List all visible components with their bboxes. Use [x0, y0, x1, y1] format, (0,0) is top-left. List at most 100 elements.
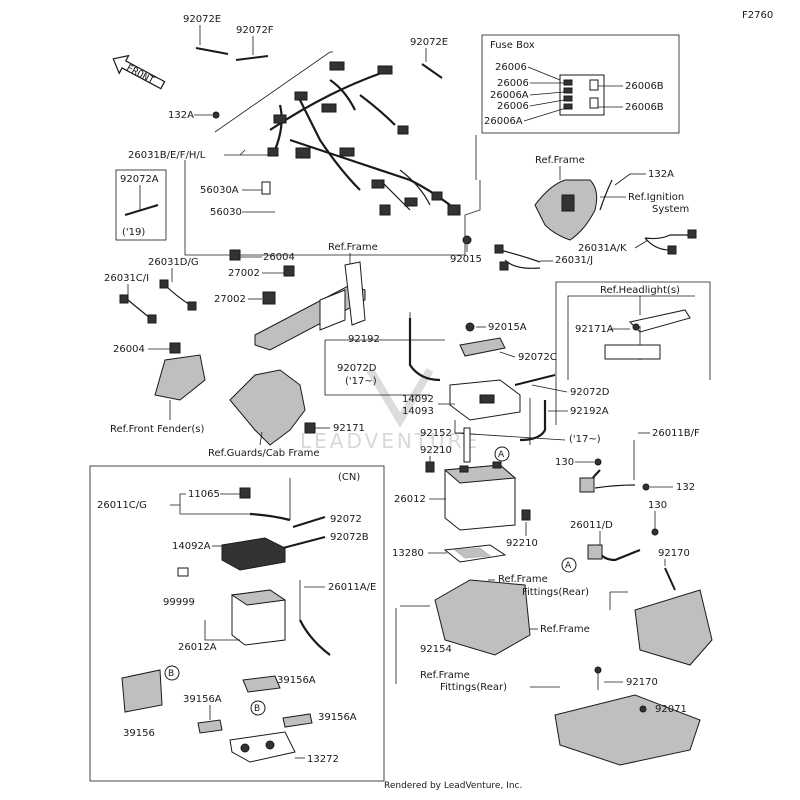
- part-label: 26031C/I: [104, 273, 149, 284]
- fuse-label: 26006B: [625, 102, 664, 113]
- callout-marker: [164, 665, 180, 681]
- battery-tray: 13280 Ref.Frame Ref.Frame: [392, 544, 590, 656]
- part-label: Ref.Ignition: [628, 192, 684, 203]
- part-label: (CN): [338, 472, 360, 483]
- cn-variant-box: (CN) 11065 26011C/G 92072 92072B 14092A …: [89, 465, 385, 782]
- part-label: 39156: [123, 728, 155, 739]
- part-label: 26012: [394, 494, 426, 505]
- part-label: 92072F: [236, 25, 274, 36]
- fuse-label: 26006A: [484, 116, 523, 127]
- fuse-box-title: Fuse Box: [490, 40, 535, 51]
- callout-label: B: [254, 704, 260, 714]
- part-label: 92170: [658, 548, 690, 559]
- part-label: 26011/D: [570, 520, 613, 531]
- part-label: 26031D/G: [148, 257, 199, 268]
- part-label: 132A: [648, 169, 674, 180]
- part-label: 92152: [420, 428, 452, 439]
- part-label: Ref.Frame: [540, 624, 590, 635]
- part-label: ('19): [122, 227, 145, 238]
- watermark-logo: LEADVENTURE: [300, 367, 480, 453]
- part-label: 14092A: [172, 541, 211, 552]
- part-label: System: [652, 204, 689, 215]
- part-label: 92015: [450, 254, 482, 265]
- part-label: 132: [676, 482, 695, 493]
- battery-case-group: 92192 92015A 92072C 92072D ('17~) 14092 …: [324, 312, 610, 445]
- part-label: 92171: [333, 423, 365, 434]
- footer-credit: Rendered by LeadVenture, Inc.: [384, 781, 522, 791]
- part-label: 14092: [402, 394, 434, 405]
- part-label: Ref.Frame: [498, 574, 548, 585]
- part-label: 92072E: [183, 14, 221, 25]
- part-label: 92171A: [575, 324, 614, 335]
- part-label: 92072: [330, 514, 362, 525]
- part-label: 39156A: [318, 712, 357, 723]
- part-label: 14093: [402, 406, 434, 417]
- part-label: 11065: [188, 489, 220, 500]
- part-label: 92072A: [120, 174, 159, 185]
- part-label: 92015A: [488, 322, 527, 333]
- part-label: Ref.Headlight(s): [600, 285, 680, 296]
- part-label: 26011C/G: [97, 500, 147, 511]
- main-wiring-harness: [267, 61, 461, 216]
- part-label: 130: [648, 500, 667, 511]
- cab-guard-bracket: [229, 369, 306, 446]
- part-label: 92071: [655, 704, 687, 715]
- part-label: 92072B: [330, 532, 369, 543]
- part-label: 92210: [506, 538, 538, 549]
- part-label: 26011B/F: [652, 428, 700, 439]
- figure-id: F2760: [742, 10, 773, 21]
- watermark-text: LEADVENTURE: [300, 429, 480, 453]
- fuse-box-panel: Fuse Box 26006 26006 26006A 26006 26006A…: [475, 34, 680, 180]
- front-label: FRONT: [124, 63, 156, 87]
- part-label: Fittings(Rear): [522, 587, 589, 598]
- part-label: Ref.Front Fender(s): [110, 424, 205, 435]
- fuse-label: 26006: [495, 62, 527, 73]
- callout-marker: [494, 446, 510, 462]
- callout-marker: [250, 700, 266, 716]
- callout-marker: [561, 557, 577, 573]
- rear-fittings: Fittings(Rear) 92170: [522, 548, 713, 666]
- part-label: Ref.Frame: [328, 242, 378, 253]
- callout-label: A: [565, 561, 572, 571]
- part-label: 92072E: [410, 37, 448, 48]
- part-label: 92154: [420, 644, 452, 655]
- part-label: 39156A: [183, 694, 222, 705]
- part-label: 99999: [163, 597, 195, 608]
- part-label: 56030: [210, 207, 242, 218]
- part-label: 92072D: [337, 363, 377, 374]
- part-label: 13272: [307, 754, 339, 765]
- battery: 26012: [394, 461, 517, 531]
- headlight-bracket-group: Ref.Headlight(s) 92171A: [555, 281, 711, 425]
- part-label: 132A: [168, 110, 194, 121]
- part-label: 26031/J: [555, 255, 593, 266]
- part-label: 26004: [263, 252, 295, 263]
- fuse-label: 26006A: [490, 90, 529, 101]
- fuse-label: 26006: [497, 78, 529, 89]
- part-label: 26031A/K: [578, 243, 627, 254]
- part-label: 26011A/E: [328, 582, 376, 593]
- callout-label: B: [168, 669, 174, 679]
- part-label: 56030A: [200, 185, 239, 196]
- part-label: Ref.Guards/Cab Frame: [208, 448, 320, 459]
- part-label: 27002: [214, 294, 246, 305]
- part-label: 92072D: [570, 387, 610, 398]
- part-label: 130: [555, 457, 574, 468]
- part-label: 92192A: [570, 406, 609, 417]
- part-label: 92072C: [518, 352, 557, 363]
- frame-crossmember: Ref.Frame: [254, 242, 378, 351]
- part-label: ('17~): [345, 376, 377, 387]
- part-label: Fittings(Rear): [440, 682, 507, 693]
- part-label: 92170: [626, 677, 658, 688]
- part-label: ('17~): [569, 434, 601, 445]
- part-label: Ref.Frame: [535, 155, 585, 166]
- callout-label: A: [498, 450, 505, 460]
- fuse-label: 26006B: [625, 81, 664, 92]
- part-label: 27002: [228, 268, 260, 279]
- part-label: 26031B/E/F/H/L: [128, 150, 206, 161]
- part-label: 26012A: [178, 642, 217, 653]
- ignition-bracket: Ref.Frame 132A Ref.Ignition System: [534, 155, 689, 241]
- main-harness-box: [184, 51, 481, 256]
- part-label: 92210: [420, 445, 452, 456]
- fuse-label: 26006: [497, 101, 529, 112]
